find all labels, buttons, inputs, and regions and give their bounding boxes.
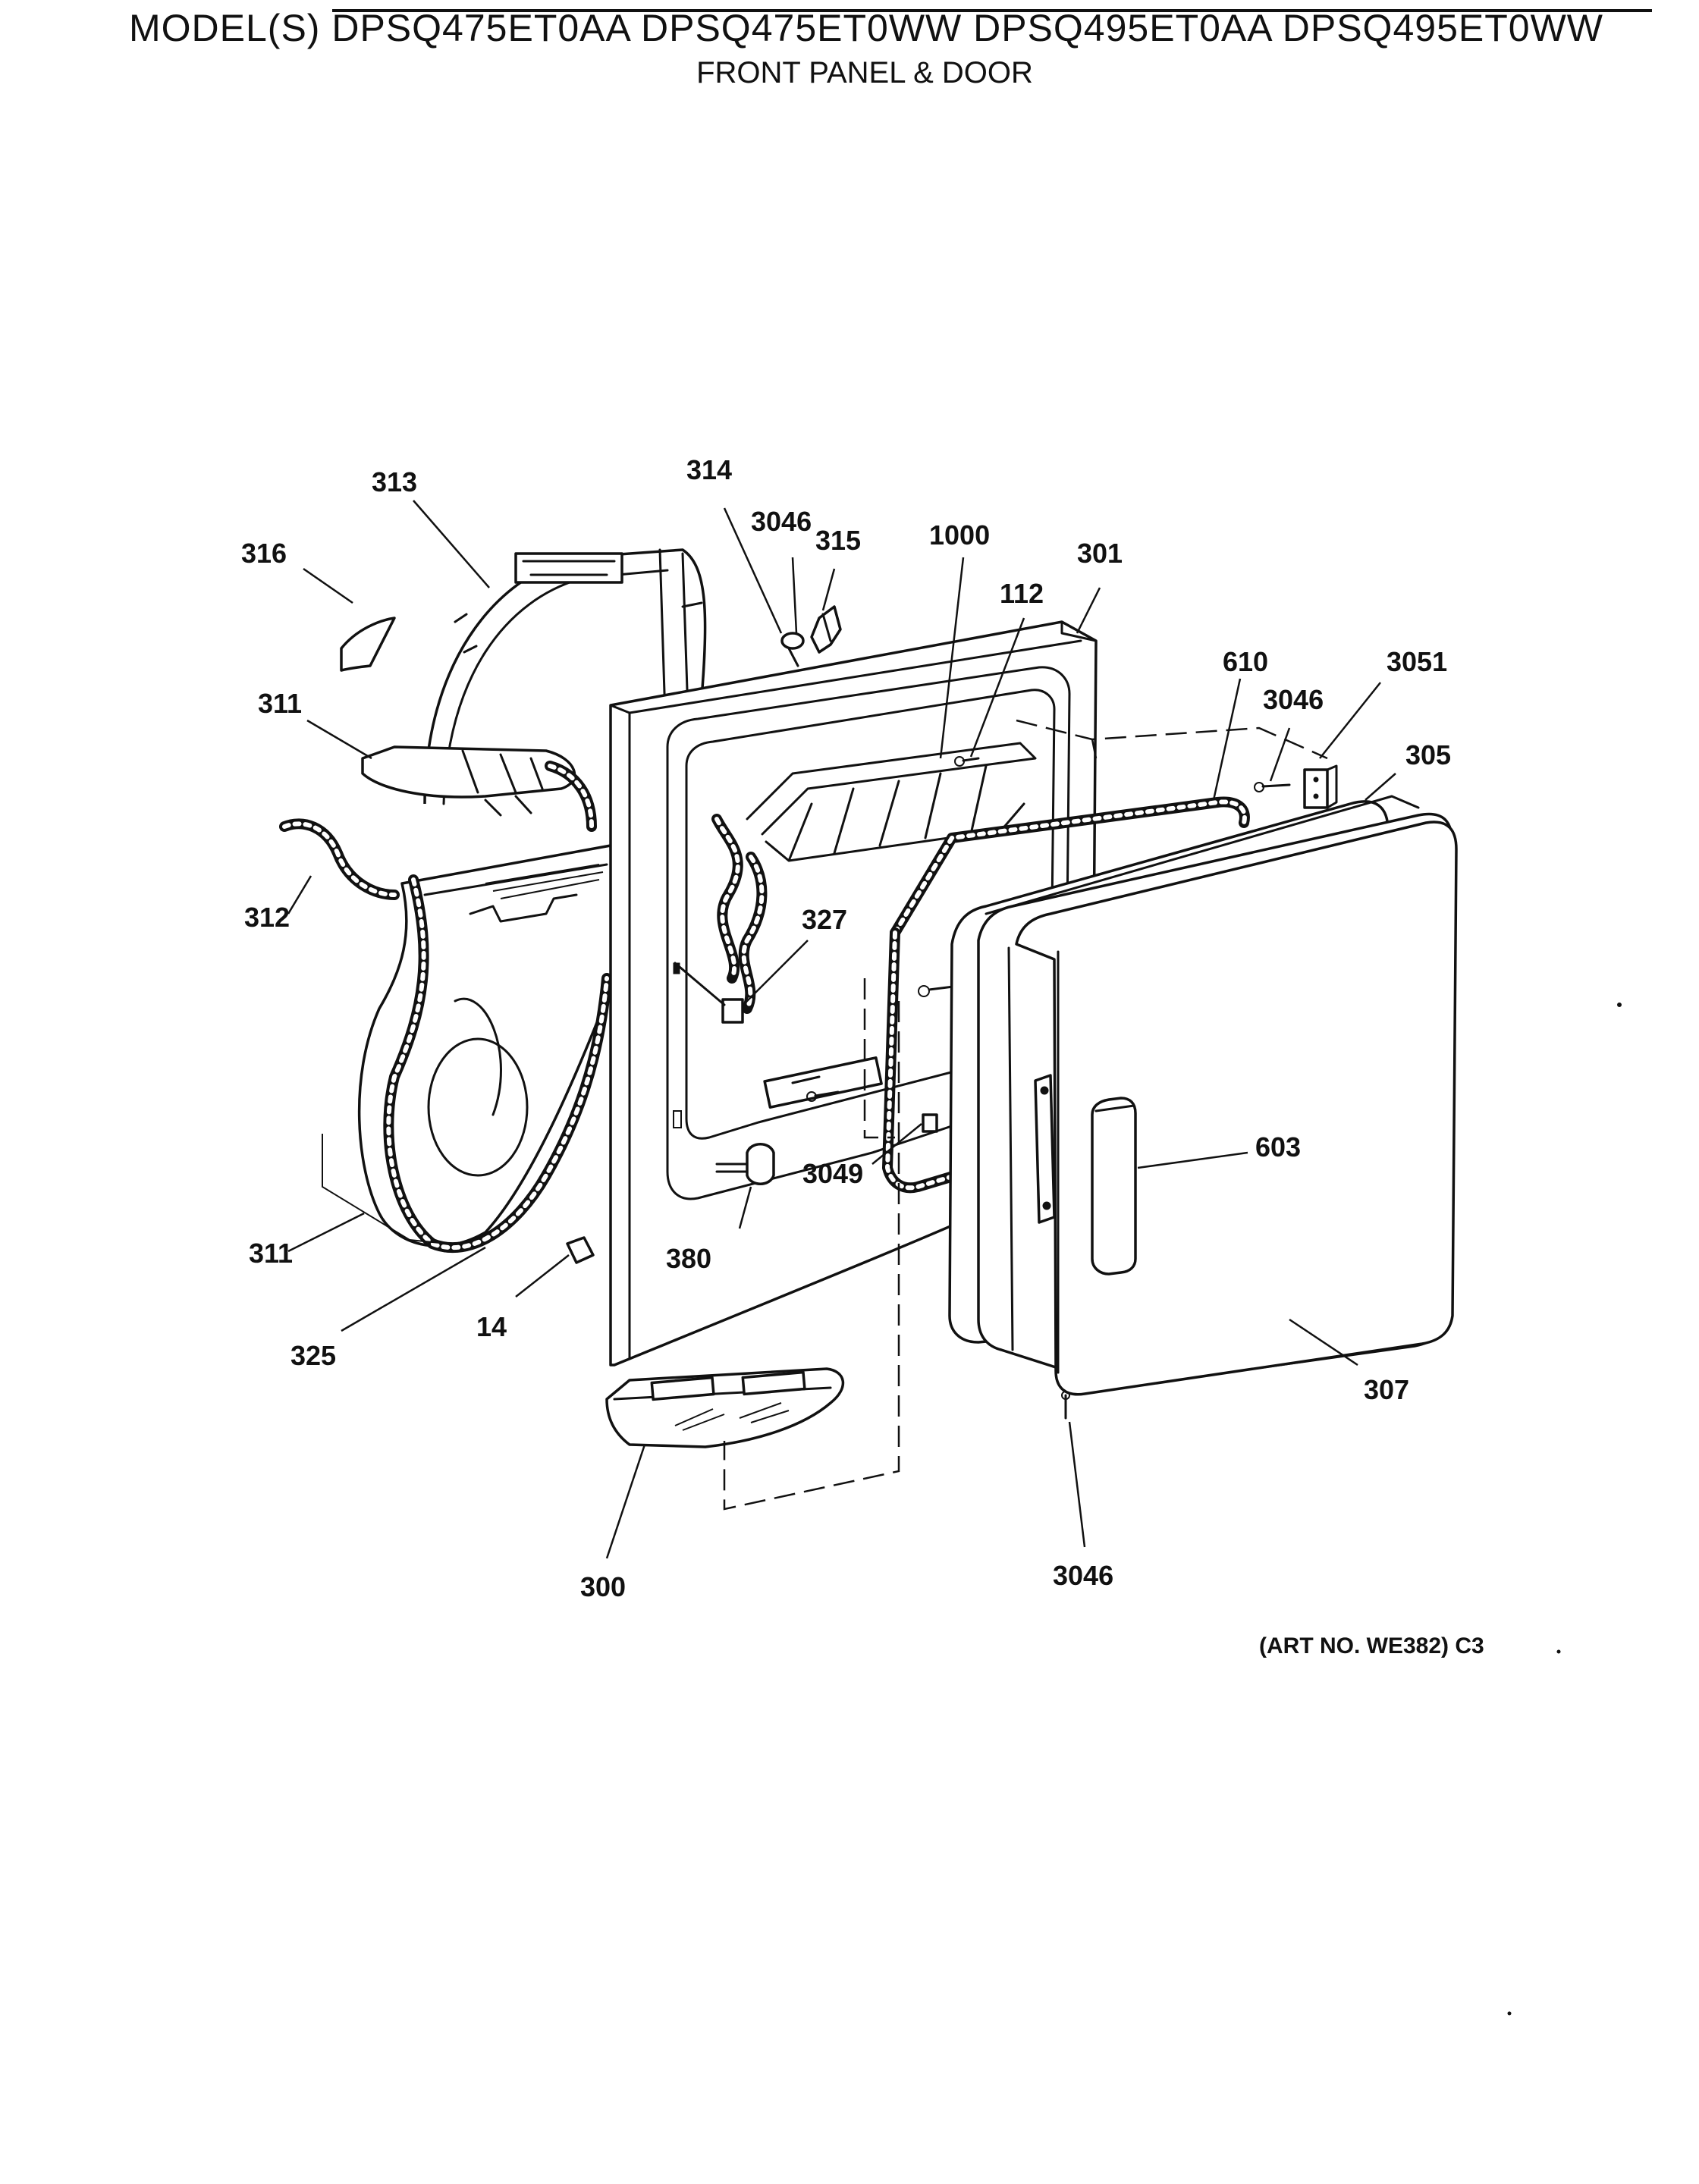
callout-380: 380 — [666, 1243, 711, 1274]
door-outer-part-307 — [948, 795, 1458, 1420]
callout-314: 314 — [686, 454, 732, 485]
gasket-part-312 — [279, 818, 400, 900]
scan-speck — [1617, 1003, 1622, 1007]
callout-305: 305 — [1405, 739, 1451, 770]
callout-300: 300 — [580, 1571, 626, 1602]
callout-311-top: 311 — [258, 688, 302, 719]
art-number: (ART NO. WE382) C3 — [1259, 1633, 1484, 1658]
scan-speck — [1556, 1649, 1561, 1654]
hinge-bracket-part-315 — [780, 605, 842, 667]
lint-filter-part-300 — [605, 1367, 845, 1448]
callout-313: 313 — [372, 466, 417, 497]
assembly-dashed-lines — [723, 719, 1328, 1511]
clip-part-14 — [566, 1236, 595, 1264]
callout-610: 610 — [1223, 646, 1268, 677]
bracket-311-lower — [322, 1134, 448, 1244]
callout-1000: 1000 — [929, 519, 990, 551]
callout-315: 315 — [815, 525, 861, 556]
callout-112: 112 — [1000, 578, 1044, 609]
callout-327: 327 — [802, 904, 847, 935]
scan-speck — [1507, 2011, 1512, 2016]
callout-3049: 3049 — [802, 1158, 863, 1189]
hinge-part-3051 — [1254, 764, 1338, 809]
callout-14: 14 — [476, 1311, 507, 1342]
callout-301: 301 — [1077, 538, 1123, 569]
callout-325: 325 — [290, 1340, 336, 1371]
callout-307: 307 — [1364, 1374, 1409, 1405]
callout-3046-right: 3046 — [1263, 684, 1324, 715]
leader-lines — [287, 500, 1396, 1559]
page-subtitle: FRONT PANEL & DOOR — [696, 56, 1033, 89]
title-rule — [332, 9, 1652, 12]
callout-labels: 313 314 3046 315 1000 301 316 112 610 30… — [241, 454, 1451, 1602]
callout-312: 312 — [244, 902, 290, 933]
gasket-part-325 — [383, 761, 612, 1254]
callout-603: 603 — [1255, 1131, 1301, 1163]
callout-316: 316 — [241, 538, 287, 569]
duct-cover-part-311-upper — [361, 745, 576, 817]
callout-3046-top: 3046 — [751, 506, 812, 537]
callout-3051: 3051 — [1387, 646, 1447, 677]
callout-3046-bottom: 3046 — [1053, 1560, 1113, 1591]
felt-seal-part-316 — [340, 617, 396, 672]
page-title: MODEL(S) DPSQ475ET0AA DPSQ475ET0WW DPSQ4… — [129, 7, 1603, 49]
callout-311-bottom: 311 — [249, 1238, 293, 1269]
